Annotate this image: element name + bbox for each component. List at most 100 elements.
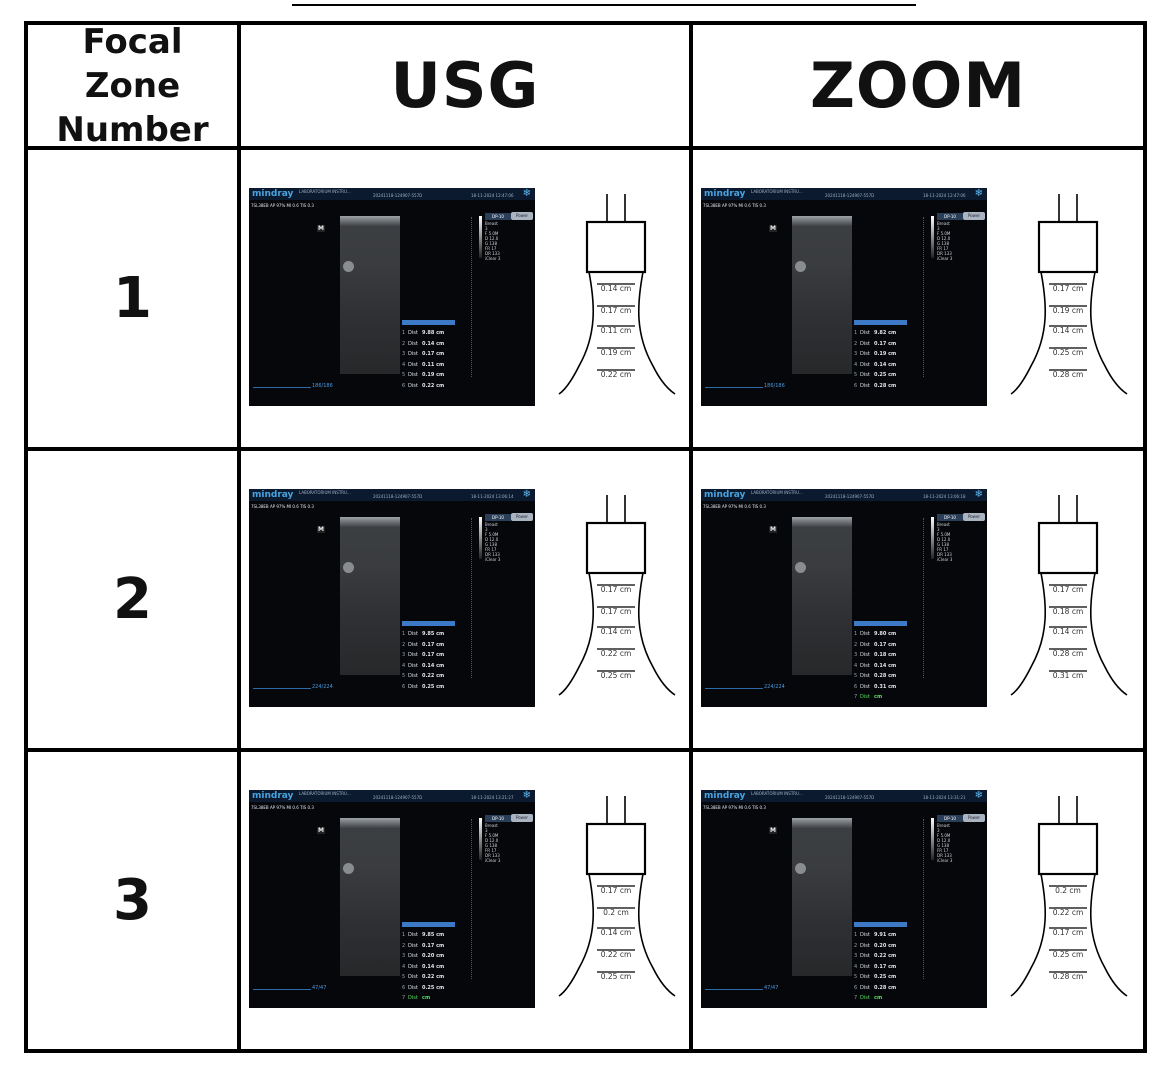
measurement-value: cm [874,995,883,1001]
zoom-cell-zone-2: mindray LABORATORIUM INSTRU... 20241118-… [693,451,1143,752]
image-param: F 5.0M [937,833,951,838]
focal-distance-label: 0.28 cm [1052,649,1084,658]
image-param: F 5.0M [485,231,499,236]
session-id: 20241118-124907-557D [373,193,423,198]
image-param: 3 [937,828,940,833]
scanner-header-bar [701,188,987,200]
image-param: 3 [485,527,488,532]
scan-date: 18-11-2024 13:21:27 [471,795,514,800]
measurement-value: 0.22 cm [874,953,897,959]
depth-scale [471,518,473,678]
scan-params: 7SL38EB AP 97% MI 0.6 TIS 0.3 [703,504,766,509]
image-param: iClear 3 [485,256,501,261]
mode-m-icon: M [769,526,777,533]
measurement-value: 0.11 cm [422,361,445,368]
measurement-label: Dist [860,683,870,690]
focal-zone-3: 3 [28,752,241,1049]
depth-scale [471,819,473,979]
focal-distance-label: 0.25 cm [1052,950,1084,959]
focal-distance-label: 0.2 cm [1055,886,1081,895]
measurement-index: 6 [402,984,406,991]
measurement-index: 3 [402,953,406,959]
measurement-index: 2 [402,641,406,648]
preset-label: DP-10 [485,815,511,822]
measurement-value: 0.17 cm [422,351,445,357]
session-id: 20241118-124907-557D [373,795,423,800]
measurement-label: Dist [860,340,870,347]
image-param: F 5.0M [485,532,499,537]
preset-label: DP-10 [937,213,963,220]
gray-map-bar [931,216,934,258]
target-blob [343,863,354,874]
measurement-index: 3 [854,351,858,357]
measurement-value: 0.20 cm [874,942,897,949]
image-param: Breast [485,221,498,226]
transducer-outline [558,796,676,997]
cine-bar [253,989,311,990]
measurement-index: 4 [854,361,858,368]
image-param: FR 17 [485,848,497,853]
measurement-index: 2 [402,942,406,949]
measurement-label: Dist [408,351,418,357]
image-param: DR 133 [937,552,952,557]
image-param: D 12.0 [485,838,499,843]
measurement-label: Dist [408,631,418,637]
cine-bar [705,989,763,990]
ultrasound-screen: mindray LABORATORIUM INSTRU... 20241118-… [701,489,987,707]
image-param: FR 17 [937,848,949,853]
measurement-value: 0.25 cm [422,984,445,991]
target-blob [795,562,806,573]
mode-m-icon: M [317,526,325,533]
lab-name: LABORATORIUM INSTRU... [299,791,351,796]
measurement-value: 0.31 cm [874,683,897,690]
measurement-value: 0.17 cm [422,942,445,949]
image-param: D 12.0 [485,537,499,542]
power-button: Power [963,212,985,220]
measurement-label: Dist [860,995,870,1001]
measurement-index: 6 [854,382,858,389]
image-param: DR 133 [937,251,952,256]
focal-distance-label: 0.31 cm [1052,671,1084,680]
focal-distance-label: 0.17 cm [1052,284,1084,293]
scan-date: 18-11-2024 12:47:06 [471,193,514,198]
focal-distance-label: 0.22 cm [1052,908,1084,917]
measurement-index: 2 [854,942,858,949]
preset-label: DP-10 [937,815,963,822]
measurement-index: 2 [854,340,858,347]
depth-scale [923,217,925,377]
image-param: G 138 [937,843,950,848]
image-param: iClear 3 [485,557,501,562]
frame-counter: 186/186 [764,383,785,389]
depth-scale [923,518,925,678]
measurement-value: 0.17 cm [422,641,445,648]
measurement-index: 3 [854,953,858,959]
measurement-value: 0.28 cm [874,673,897,679]
power-button: Power [963,513,985,521]
focal-distance-label: 0.22 cm [600,950,632,959]
lab-name: LABORATORIUM INSTRU... [299,189,351,194]
measurement-label: Dist [860,382,870,389]
frame-counter: 47/47 [312,985,327,991]
scanner-header-bar [701,790,987,802]
image-param: G 138 [937,542,950,547]
image-param: D 12.0 [937,838,951,843]
